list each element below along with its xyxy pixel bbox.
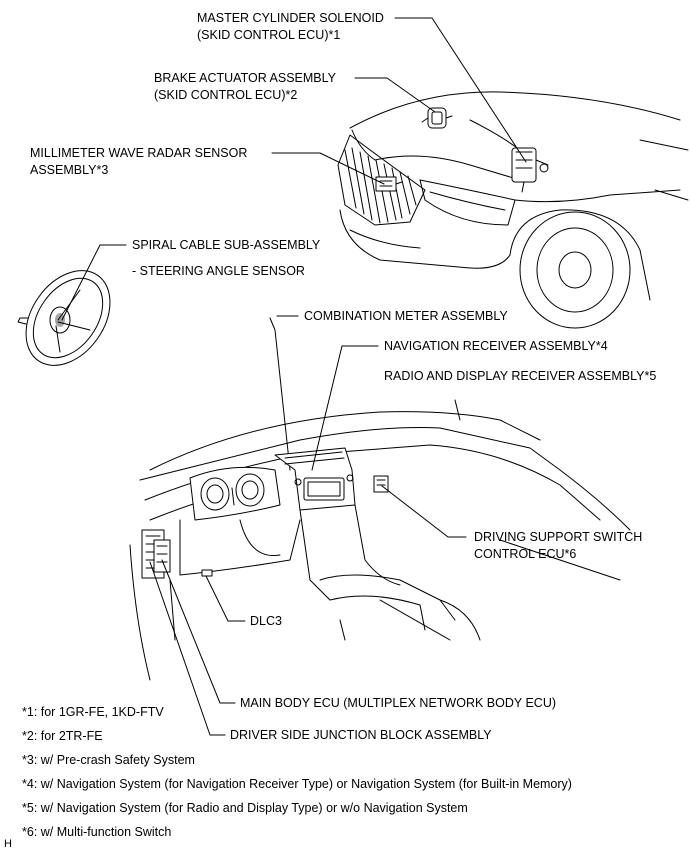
label-line-1: MILLIMETER WAVE RADAR SENSOR — [30, 146, 248, 160]
label-driver-side-junction-block: DRIVER SIDE JUNCTION BLOCK ASSEMBLY — [230, 728, 492, 742]
label-master-cylinder-solenoid: MASTER CYLINDER SOLENOID (SKID CONTROL E… — [197, 10, 384, 44]
label-line-1: DRIVING SUPPORT SWITCH — [474, 530, 643, 544]
label-brake-actuator-assembly: BRAKE ACTUATOR ASSEMBLY (SKID CONTROL EC… — [154, 70, 336, 104]
label-millimeter-wave-radar-sensor: MILLIMETER WAVE RADAR SENSOR ASSEMBLY*3 — [30, 145, 247, 179]
label-spiral-cable-sub-assembly: SPIRAL CABLE SUB-ASSEMBLY - STEERING ANG… — [132, 237, 320, 280]
leader-lines — [61, 17, 527, 736]
footnote-1: *1: for 1GR-FE, 1KD-FTV — [22, 705, 164, 719]
label-line-2: (SKID CONTROL ECU)*2 — [154, 88, 298, 102]
footnote-5: *5: w/ Navigation System (for Radio and … — [22, 801, 468, 815]
radar-sensor-part — [375, 176, 403, 192]
label-dlc3: DLC3 — [250, 614, 282, 628]
label-radio-display-receiver-assembly: RADIO AND DISPLAY RECEIVER ASSEMBLY*5 — [384, 369, 657, 383]
footnote-2: *2: for 2TR-FE — [22, 729, 103, 743]
label-line-1: BRAKE ACTUATOR ASSEMBLY — [154, 71, 337, 85]
vehicle-front-illustration — [337, 91, 689, 329]
steering-wheel-illustration — [17, 270, 111, 366]
label-combination-meter-assembly: COMBINATION METER ASSEMBLY — [304, 309, 508, 323]
label-line-1: SPIRAL CABLE SUB-ASSEMBLY — [132, 238, 321, 252]
footnote-4: *4: w/ Navigation System (for Navigation… — [22, 777, 572, 791]
label-line-2: - STEERING ANGLE SENSOR — [132, 264, 305, 278]
label-main-body-ecu: MAIN BODY ECU (MULTIPLEX NETWORK BODY EC… — [240, 696, 557, 710]
label-line-2: ASSEMBLY*3 — [30, 163, 109, 177]
label-line-1: MASTER CYLINDER SOLENOID — [197, 11, 384, 25]
footnote-3: *3: w/ Pre-crash Safety System — [22, 753, 195, 767]
corner-mark: H — [4, 838, 12, 850]
dashboard-illustration — [129, 317, 631, 681]
label-line-2: (SKID CONTROL ECU)*1 — [197, 28, 341, 42]
master-cylinder-part — [511, 147, 549, 193]
main-body-ecu-part — [153, 539, 171, 573]
dlc3-part — [201, 569, 213, 577]
footnote-6: *6: w/ Multi-function Switch — [22, 825, 172, 839]
label-navigation-receiver-assembly: NAVIGATION RECEIVER ASSEMBLY*4 — [384, 339, 608, 353]
label-line-2: CONTROL ECU*6 — [474, 547, 577, 561]
label-driving-support-switch-ecu: DRIVING SUPPORT SWITCH CONTROL ECU*6 — [474, 529, 642, 563]
brake-actuator-part — [421, 107, 453, 129]
